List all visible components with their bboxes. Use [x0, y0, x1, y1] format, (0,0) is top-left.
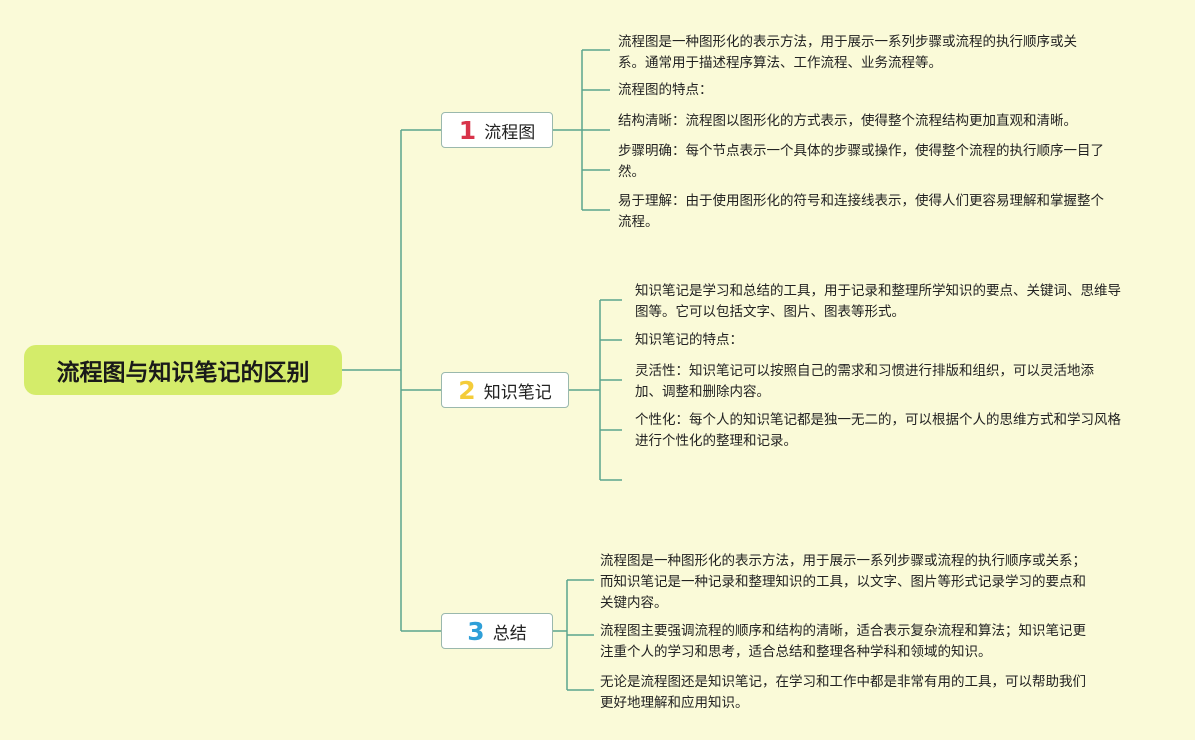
- branch-label: 流程图: [484, 122, 536, 143]
- note-item: 知识笔记的特点：: [635, 332, 743, 348]
- branch-node-flowchart[interactable]: 1 流程图: [441, 112, 553, 148]
- branch-node-summary[interactable]: 3 总结: [441, 613, 553, 649]
- note-item: 个性化：每个人的知识笔记都是独一无二的，可以根据个人的思维方式和学习风格进行个性…: [635, 412, 1121, 449]
- note-item: 易于理解：由于使用图形化的符号和连接线表示，使得人们更容易理解和掌握整个流程。: [618, 193, 1104, 230]
- note-item: 结构清晰：流程图以图形化的方式表示，使得整个流程结构更加直观和清晰。: [618, 113, 1077, 129]
- branch-label: 知识笔记: [483, 382, 552, 403]
- number-2-icon: 2: [458, 375, 476, 405]
- root-node[interactable]: 流程图与知识笔记的区别: [24, 345, 342, 395]
- number-1-icon: 1: [458, 115, 477, 145]
- note-item: 灵活性：知识笔记可以按照自己的需求和习惯进行排版和组织，可以灵活地添加、调整和删…: [635, 363, 1094, 400]
- number-3-icon: 3: [467, 616, 485, 646]
- note-item: 步骤明确：每个节点表示一个具体的步骤或操作，使得整个流程的执行顺序一目了然。: [618, 143, 1104, 180]
- root-title: 流程图与知识笔记的区别: [56, 360, 310, 386]
- note-item: 流程图是一种图形化的表示方法，用于展示一系列步骤或流程的执行顺序或关系。通常用于…: [618, 34, 1077, 71]
- note-item: 流程图的特点：: [618, 82, 713, 98]
- note-item: 知识笔记是学习和总结的工具，用于记录和整理所学知识的要点、关键词、思维导图等。它…: [635, 283, 1121, 320]
- branch-label: 总结: [492, 623, 527, 644]
- note-item: 无论是流程图还是知识笔记，在学习和工作中都是非常有用的工具，可以帮助我们更好地理…: [600, 674, 1086, 711]
- note-item: 流程图主要强调流程的顺序和结构的清晰，适合表示复杂流程和算法；知识笔记更注重个人…: [600, 623, 1086, 660]
- branch-node-knowledge-notes[interactable]: 2 知识笔记: [441, 372, 569, 408]
- note-item: 流程图是一种图形化的表示方法，用于展示一系列步骤或流程的执行顺序或关系；而知识笔…: [600, 553, 1086, 611]
